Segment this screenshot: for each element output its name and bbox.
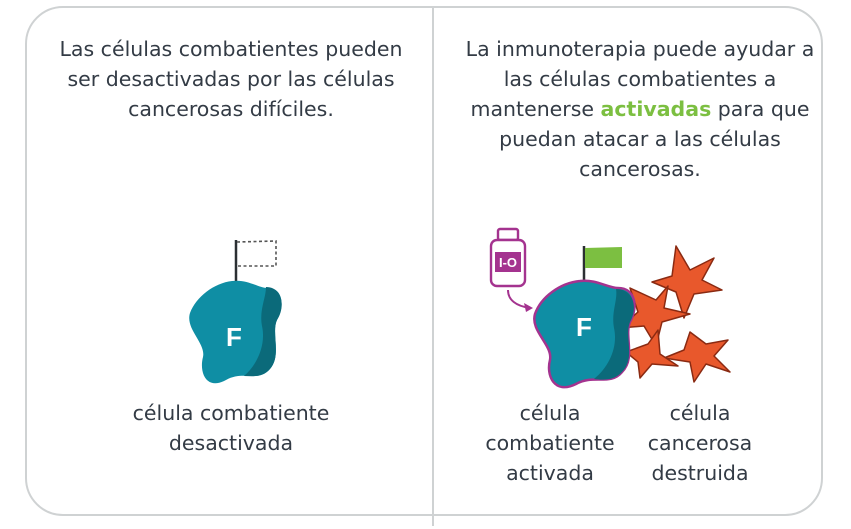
right-description: La inmunoterapia puede ayudar a las célu… — [448, 34, 832, 184]
caption-cancer-line3: destruida — [651, 461, 749, 485]
cell-letter: F — [226, 322, 242, 352]
caption-activated-line1: célula — [519, 401, 581, 425]
immunotherapy-vial-icon: I-O — [489, 227, 533, 312]
caption-activated-fighter: célula combatiente activada — [480, 398, 620, 488]
right-description-start: La inmunoterapia puede ayudar a las célu… — [465, 37, 815, 121]
destroyed-cancer-cell — [619, 245, 731, 383]
caption-deactivated: célula combatiente desactivada — [96, 398, 366, 458]
caption-cancer-line2: cancerosa — [647, 431, 753, 455]
cancer-fragment-3 — [663, 331, 731, 383]
vial-label: I-O — [499, 255, 517, 270]
vial-cap — [496, 227, 520, 242]
activated-fighter-cell: F — [533, 246, 636, 389]
right-description-end: para que puedan atacar a las células can… — [499, 97, 810, 181]
caption-destroyed-cancer: célula cancerosa destruida — [630, 398, 770, 488]
cell-letter: F — [576, 312, 592, 342]
fighter-cell-shade — [244, 287, 282, 377]
vial-label-box — [495, 252, 521, 272]
caption-cancer-line1: célula — [669, 401, 731, 425]
deactivated-fighter-cell: F — [189, 240, 282, 384]
dashed-flag-icon — [236, 240, 277, 267]
arrow-head-icon — [524, 303, 533, 312]
panel-frame — [25, 6, 823, 516]
cancer-fragment-1 — [651, 245, 723, 319]
caption-activated-line3: activada — [506, 461, 594, 485]
fighter-cell-shade — [594, 289, 634, 380]
caption-deactivated-line2: desactivada — [168, 431, 294, 455]
caption-activated-line2: combatiente — [485, 431, 615, 455]
panel-divider — [432, 6, 434, 526]
green-flag-icon — [585, 247, 622, 268]
caption-deactivated-line1: célula combatiente — [132, 401, 330, 425]
activadas-highlight: activadas — [600, 97, 712, 121]
left-description: Las células combatientes pueden ser desa… — [59, 37, 403, 121]
cancer-fragment-4 — [625, 329, 679, 379]
